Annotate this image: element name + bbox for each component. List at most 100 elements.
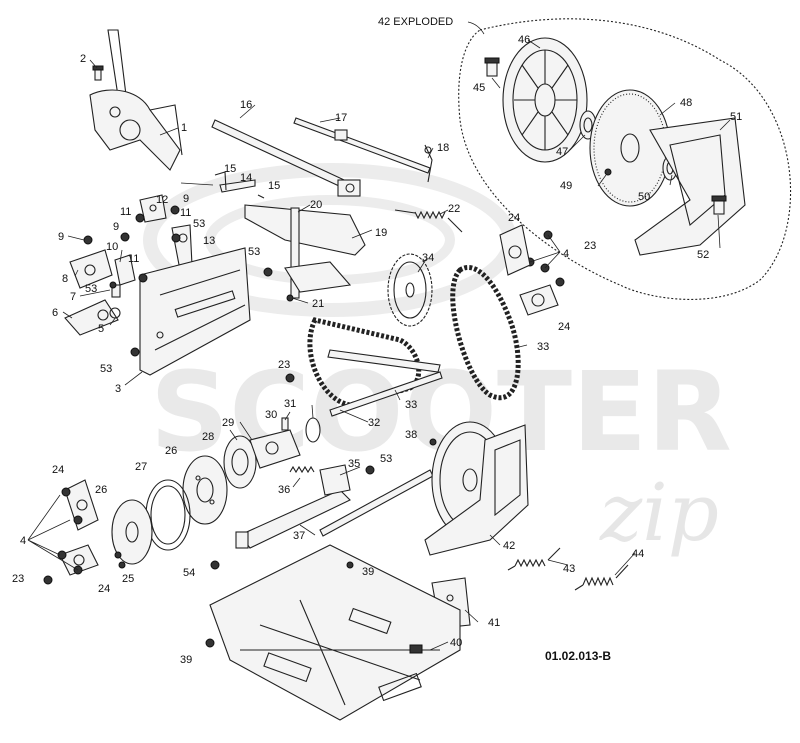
callout-44: 44 bbox=[632, 548, 644, 560]
callout-26-lower: 26 bbox=[95, 484, 107, 496]
arm-6 bbox=[64, 299, 119, 336]
callout-13: 13 bbox=[203, 235, 215, 247]
callout-17: 17 bbox=[335, 112, 347, 124]
disc-48 bbox=[589, 89, 671, 207]
callout-27: 27 bbox=[135, 461, 147, 473]
shift-lever-assembly-1 bbox=[89, 29, 183, 171]
side-plate-3 bbox=[139, 247, 251, 376]
spring-43 bbox=[507, 547, 561, 571]
callout-38: 38 bbox=[405, 429, 417, 441]
shaft-16 bbox=[211, 119, 361, 197]
callout-33-left: 33 bbox=[405, 399, 417, 411]
pulley-28 bbox=[223, 435, 257, 489]
flange-24-lower bbox=[59, 544, 99, 576]
reference-code: 01.02.013-B bbox=[545, 649, 611, 663]
callout-41: 41 bbox=[488, 617, 500, 629]
callout-24-right: 24 bbox=[558, 321, 570, 333]
bolt-45 bbox=[484, 57, 500, 77]
callout-14: 14 bbox=[240, 172, 252, 184]
callout-10: 10 bbox=[106, 241, 118, 253]
callout-53-d: 53 bbox=[100, 363, 112, 375]
spring-44 bbox=[574, 564, 629, 591]
watermark-script: zip bbox=[599, 466, 719, 559]
callout-8: 8 bbox=[62, 273, 68, 285]
callout-52: 52 bbox=[697, 249, 709, 261]
chain-33a bbox=[307, 317, 422, 408]
callout-29: 29 bbox=[222, 417, 234, 429]
cover-plate-40 bbox=[209, 544, 461, 721]
chain-33b bbox=[450, 265, 521, 400]
callout-50: 50 bbox=[638, 191, 650, 203]
callout-12: 12 bbox=[156, 194, 168, 206]
callout-32: 32 bbox=[368, 417, 380, 429]
callout-23-mid: 23 bbox=[278, 359, 290, 371]
callout-24-left-lower: 24 bbox=[98, 583, 110, 595]
callout-37: 37 bbox=[293, 530, 305, 542]
callout-23-left: 23 bbox=[12, 573, 24, 585]
callout-19: 19 bbox=[375, 227, 387, 239]
callout-3: 3 bbox=[115, 383, 121, 395]
callout-28: 28 bbox=[202, 431, 214, 443]
callout-33-right: 33 bbox=[537, 341, 549, 353]
callout-49: 49 bbox=[560, 180, 572, 192]
callout-39-left: 39 bbox=[180, 654, 192, 666]
callout-48: 48 bbox=[680, 97, 692, 109]
callout-34: 34 bbox=[422, 252, 434, 264]
sprocket-34 bbox=[387, 253, 433, 327]
callout-5: 5 bbox=[98, 323, 104, 335]
callout-46: 46 bbox=[518, 34, 530, 46]
callout-39-right: 39 bbox=[362, 566, 374, 578]
bracket-10 bbox=[114, 254, 136, 286]
callout-23-right: 23 bbox=[584, 240, 596, 252]
callout-53-b: 53 bbox=[248, 246, 260, 258]
pulley-assembly-42 bbox=[424, 421, 529, 556]
callout-7: 7 bbox=[70, 291, 76, 303]
callout-54: 54 bbox=[183, 567, 195, 579]
link-14 bbox=[219, 179, 256, 193]
callout-25: 25 bbox=[122, 573, 134, 585]
callout-6: 6 bbox=[52, 307, 58, 319]
hub-29 bbox=[249, 429, 301, 469]
callout-9-top: 9 bbox=[183, 193, 189, 205]
callout-21: 21 bbox=[312, 298, 324, 310]
callout-40: 40 bbox=[450, 637, 462, 649]
callout-1: 1 bbox=[181, 122, 187, 134]
callout-11-c: 11 bbox=[128, 253, 139, 265]
callout-9-left: 9 bbox=[58, 231, 64, 243]
callout-53-a: 53 bbox=[193, 218, 205, 230]
callout-53-e: 53 bbox=[380, 453, 392, 465]
callout-4-left: 4 bbox=[20, 535, 26, 547]
callout-24-left-upper: 24 bbox=[52, 464, 64, 476]
fasteners bbox=[43, 205, 565, 648]
ring-27 bbox=[145, 479, 191, 551]
bolt-52 bbox=[711, 195, 727, 215]
leader-lines bbox=[27, 39, 731, 651]
callout-51: 51 bbox=[730, 111, 742, 123]
disc-26-lower bbox=[111, 499, 153, 565]
pulley-hub-46 bbox=[502, 37, 588, 163]
clip-15 bbox=[214, 171, 265, 199]
exploded-title: 42 EXPLODED bbox=[378, 16, 453, 28]
callout-36: 36 bbox=[278, 484, 290, 496]
exploded-view-42: 42 EXPLODED bbox=[378, 16, 792, 300]
callout-30: 30 bbox=[265, 409, 277, 421]
callout-18: 18 bbox=[437, 142, 449, 154]
callout-16: 16 bbox=[240, 99, 252, 111]
callout-22: 22 bbox=[448, 203, 460, 215]
rod-18 bbox=[424, 144, 433, 183]
callout-2: 2 bbox=[80, 53, 86, 65]
callout-26-upper: 26 bbox=[165, 445, 177, 457]
bracket-51 bbox=[634, 117, 746, 256]
callout-42: 42 bbox=[503, 540, 515, 552]
callout-31: 31 bbox=[284, 398, 296, 410]
callout-24-top: 24 bbox=[508, 212, 520, 224]
nut-49 bbox=[604, 168, 612, 176]
plate-8 bbox=[69, 249, 113, 289]
bracket-35 bbox=[319, 464, 351, 496]
callout-labels: 1 2 3 4 4 5 6 7 8 9 9 9 10 11 11 11 12 1… bbox=[12, 34, 742, 666]
callout-45: 45 bbox=[473, 82, 485, 94]
bracket-19 bbox=[244, 204, 366, 256]
shaft-32 bbox=[327, 349, 443, 417]
arm-37 bbox=[235, 489, 351, 549]
